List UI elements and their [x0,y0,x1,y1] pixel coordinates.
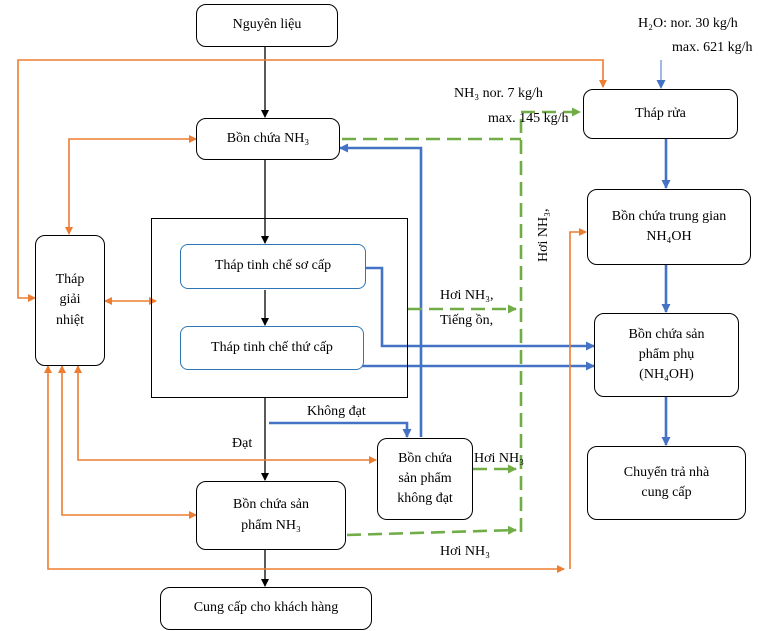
node-bon-chua-san-pham-phu[interactable]: Bồn chứa sản phẩm phụ (NH₄OH) [594,313,739,397]
node-bon-chua-trung-gian[interactable]: Bồn chứa trung gian NH₄OH [587,189,751,265]
node-nguyen-lieu[interactable]: Nguyên liệu [196,4,338,47]
label-hoi-nh3-reject: Hơi NH₃ [474,451,525,466]
node-bon-chua-san-pham-khong-dat[interactable]: Bồn chứa sản phẩm không đạt [377,438,473,520]
node-bon-chua-san-pham-nh3[interactable]: Bồn chứa sản phẩm NH₃ [196,481,346,550]
arrow-khong-dat [269,421,412,438]
label-h2o-nor: H₂O: nor. 30 kg/h [638,16,738,31]
vapor-product-tank [346,525,517,537]
label-h2o-max: max. 621 kg/h [672,40,753,55]
label-nh3-max: max. 145 kg/h [488,111,569,126]
label-nh3-nor: NH₃ nor. 7 kg/h [454,86,543,101]
label-hoi-nh3-vertical: Hơi NH₃, [536,208,551,262]
label-tieng-on: Tiếng ồn, [440,313,494,328]
label-hoi-nh3-purification: Hơi NH₃, [440,288,494,303]
cooling-to-intermediate [44,365,565,573]
label-hoi-nh3-bottom: Hơi NH₃ [440,544,491,559]
node-cung-cap-khach-hang[interactable]: Cung cấp cho khách hàng [160,587,372,630]
vapor-collector-to-rinse [519,107,581,532]
node-thap-giai-nhiet[interactable]: Tháp giải nhiệt [35,235,105,366]
node-bon-chua-nh3[interactable]: Bồn chứa NH₃ [196,118,340,160]
label-dat: Đạt [232,436,253,451]
purification-frame [151,218,408,398]
node-thap-tinh-che-so-cap[interactable]: Tháp tinh chế sơ cấp [180,244,366,289]
cooling-vertical-right [569,228,587,569]
node-thap-tinh-che-thu-cap[interactable]: Tháp tinh chế thứ cấp [180,326,364,370]
cooling-loop-top [17,59,607,302]
node-chuyen-tra-nha-cung-cap[interactable]: Chuyển trả nhà cung cấp [587,446,746,520]
cooling-to-tank [65,135,197,235]
label-khong-dat: Không đạt [307,404,366,419]
node-thap-rua[interactable]: Tháp rửa [583,89,738,139]
